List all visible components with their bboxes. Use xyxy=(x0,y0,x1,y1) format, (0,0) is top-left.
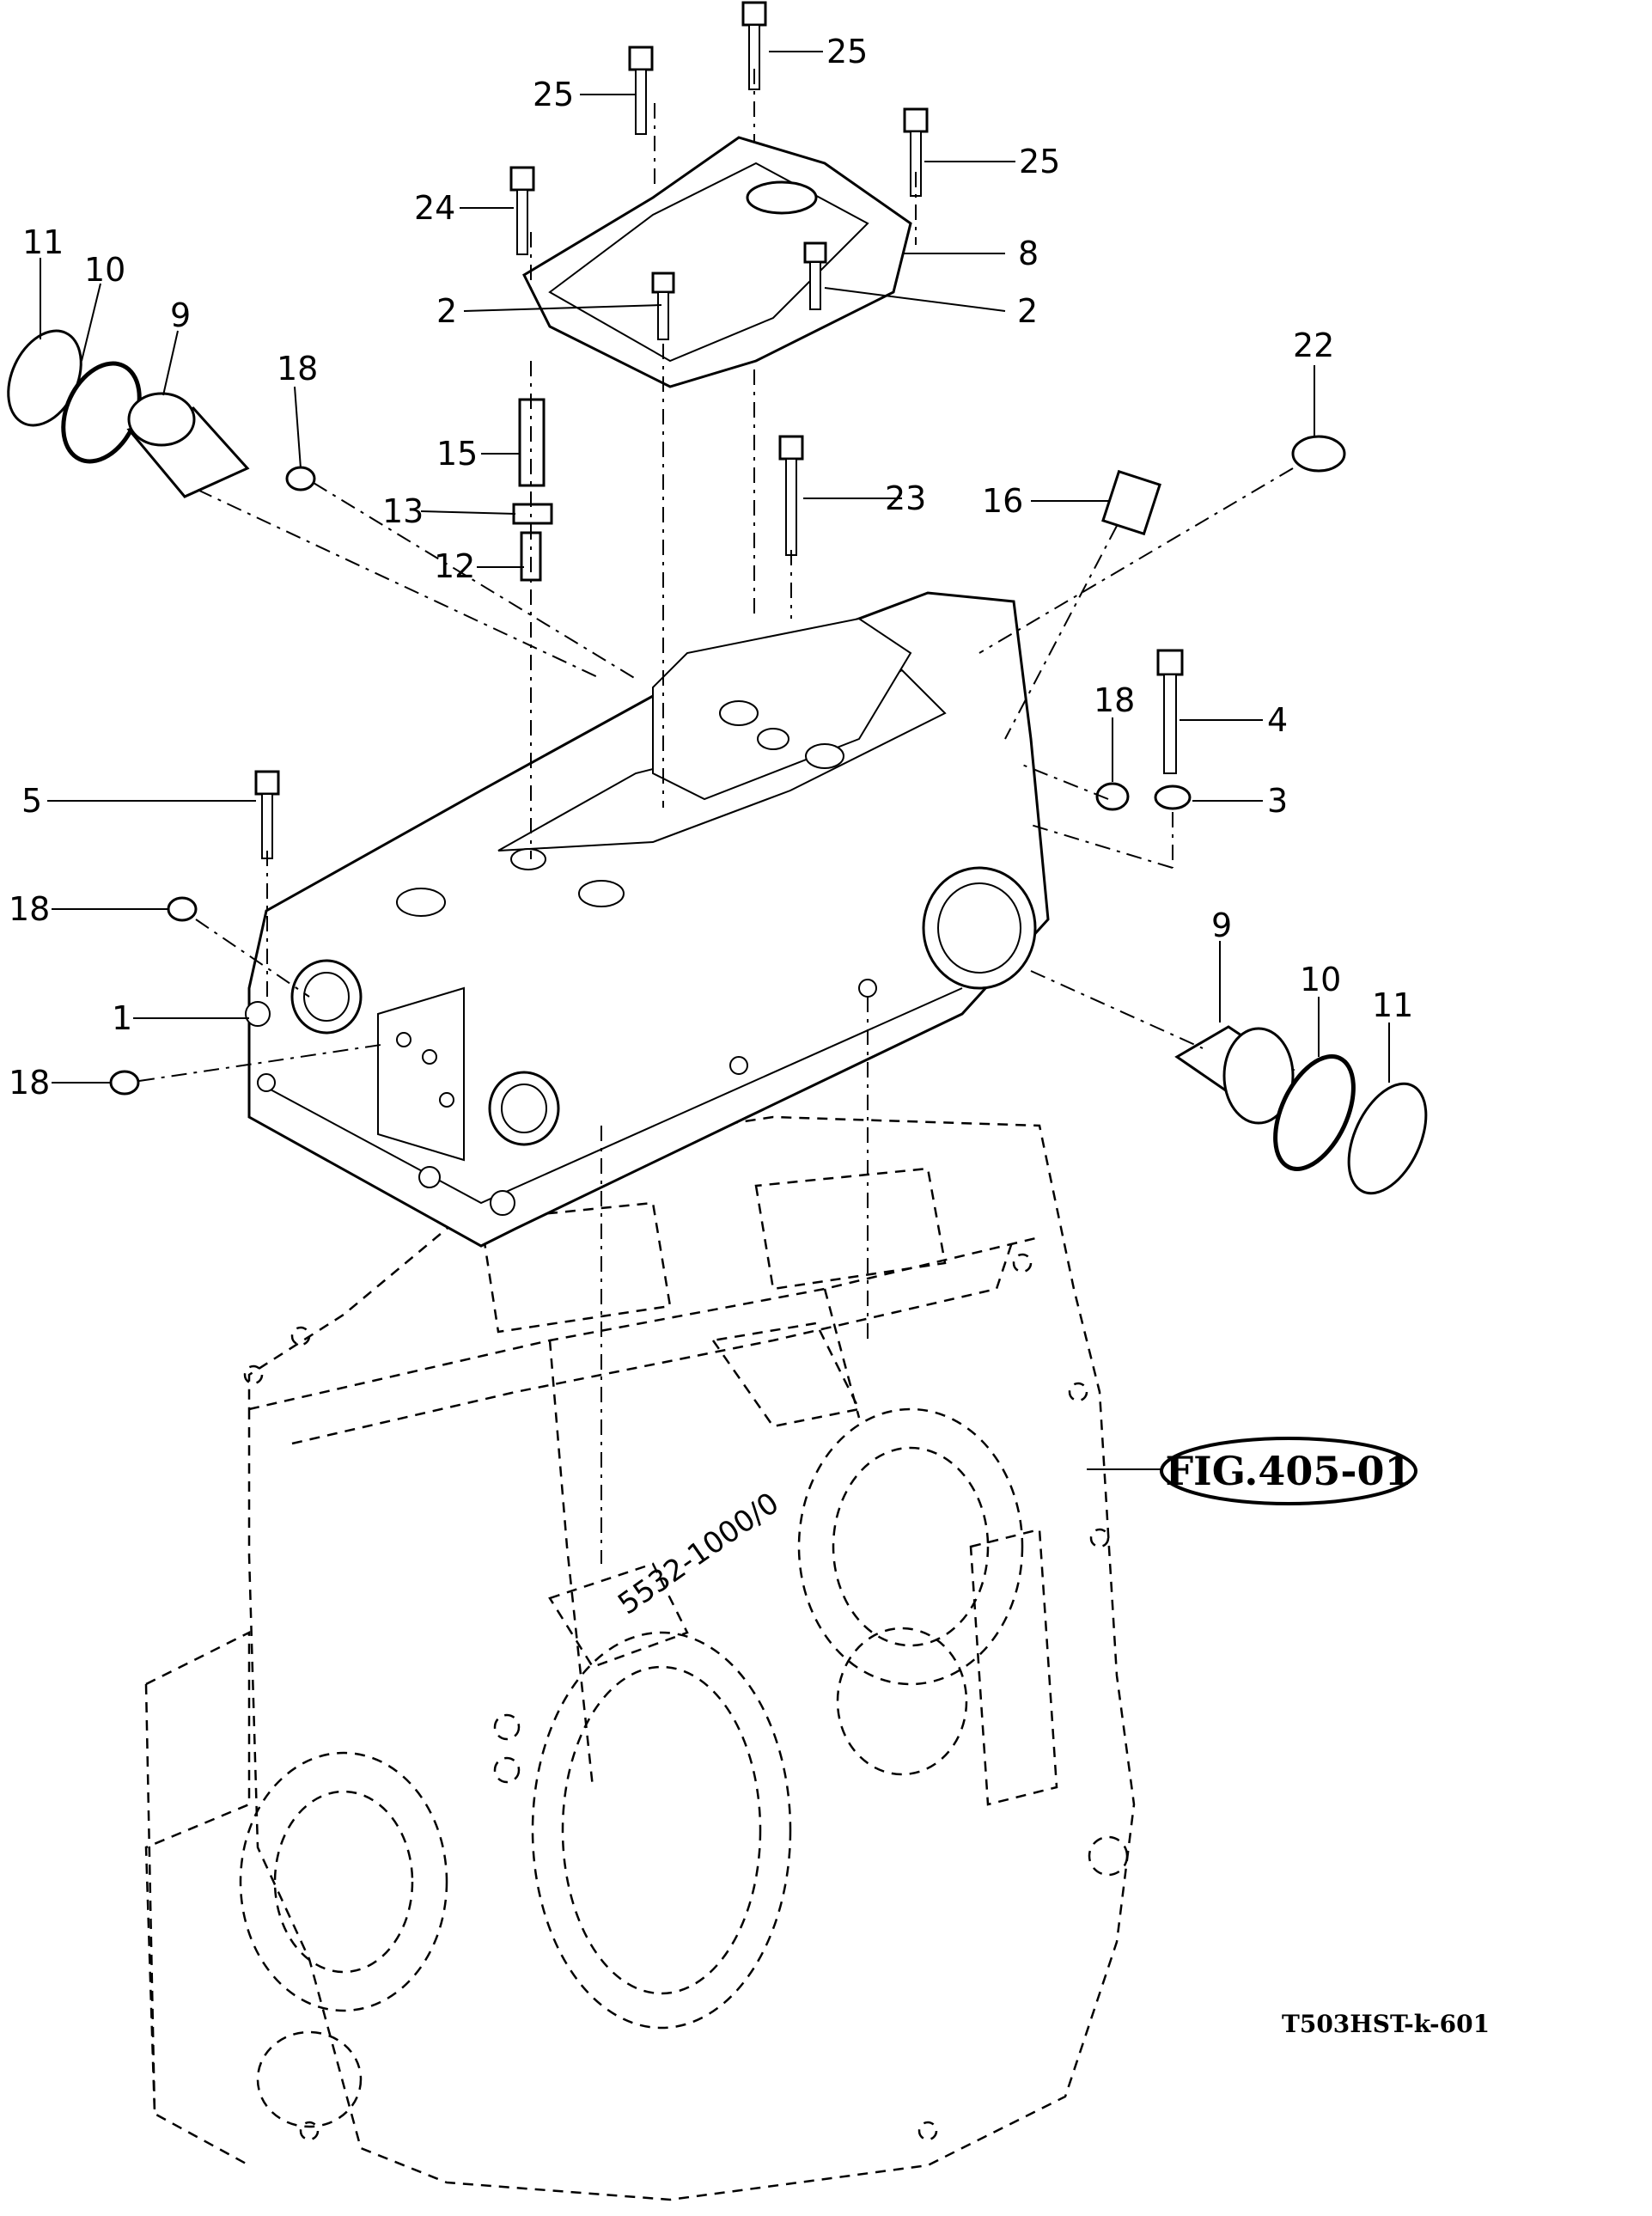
spring-part-13 xyxy=(512,503,553,525)
callout-11-left: 11 xyxy=(22,223,64,261)
plug-part-22 xyxy=(1291,435,1346,473)
oring-part-10-right xyxy=(1273,1054,1356,1171)
callout-18-a: 18 xyxy=(277,350,318,388)
callout-10-right: 10 xyxy=(1300,961,1341,998)
bolt-part-4 xyxy=(1156,649,1184,774)
bolt-part-5 xyxy=(254,770,280,859)
pin-part-12 xyxy=(520,531,542,582)
callout-2-right: 2 xyxy=(1017,292,1038,330)
ring-part-11-right xyxy=(1347,1082,1428,1195)
callout-9-right: 9 xyxy=(1211,907,1232,944)
assembly-centerlines xyxy=(138,69,1294,1564)
bolt-part-23 xyxy=(778,435,804,556)
leader-lines xyxy=(40,51,1390,1470)
bolt-part-2-right xyxy=(803,241,827,310)
callout-18-c: 18 xyxy=(9,890,50,928)
bolt-part-24 xyxy=(509,166,535,255)
callout-9-left: 9 xyxy=(170,296,191,334)
callout-11-right: 11 xyxy=(1372,986,1413,1024)
callout-24: 24 xyxy=(414,189,455,227)
plug-part-18-c xyxy=(167,896,198,922)
callout-22: 22 xyxy=(1293,327,1334,364)
washer-part-3 xyxy=(1154,784,1192,810)
callout-15: 15 xyxy=(436,435,478,473)
callout-labels: 25 25 25 24 8 2 2 11 10 9 18 22 15 23 16… xyxy=(9,33,1413,1102)
figure-reference-label: FIG.405-01 xyxy=(1166,1448,1412,1494)
callout-25-right: 25 xyxy=(1019,143,1060,180)
callout-2-left: 2 xyxy=(436,292,457,330)
callout-23: 23 xyxy=(885,479,926,517)
hst-housing-part-1 xyxy=(245,591,1050,1248)
callout-18-b: 18 xyxy=(1094,681,1135,719)
plug-part-18-a xyxy=(285,466,316,491)
bearing-part-9-left xyxy=(126,392,250,498)
bolt-part-2-left xyxy=(651,272,675,340)
bolt-part-25-top xyxy=(741,1,767,90)
bolt-part-25-left xyxy=(628,46,654,135)
callout-25-left: 25 xyxy=(533,76,574,113)
callout-18-d: 18 xyxy=(9,1064,50,1102)
callout-13: 13 xyxy=(382,492,424,530)
callout-25-top: 25 xyxy=(826,33,868,70)
callout-4: 4 xyxy=(1267,701,1288,739)
callout-12: 12 xyxy=(434,547,475,585)
callout-8: 8 xyxy=(1018,235,1039,272)
bearing-part-9-right xyxy=(1174,1025,1295,1125)
callout-1: 1 xyxy=(112,999,132,1037)
plug-part-18-b xyxy=(1095,782,1130,811)
callout-3: 3 xyxy=(1267,782,1288,820)
case-marking: 5532-1000/0 xyxy=(612,1486,785,1621)
plug-part-18-d xyxy=(109,1070,140,1096)
figure-reference-oval xyxy=(1160,1437,1417,1505)
callout-16: 16 xyxy=(982,482,1023,520)
transmission-case-outline xyxy=(144,1115,1136,2201)
cover-part-8 xyxy=(522,136,912,388)
figure-reference-badge[interactable]: FIG.405-01 xyxy=(1160,1437,1417,1505)
bolt-part-25-right xyxy=(903,107,929,197)
callout-5: 5 xyxy=(21,782,42,820)
sensor-part-16 xyxy=(1101,469,1161,536)
drawing-id: T503HST-k-601 xyxy=(1282,2010,1490,2038)
callout-10-left: 10 xyxy=(84,251,125,289)
